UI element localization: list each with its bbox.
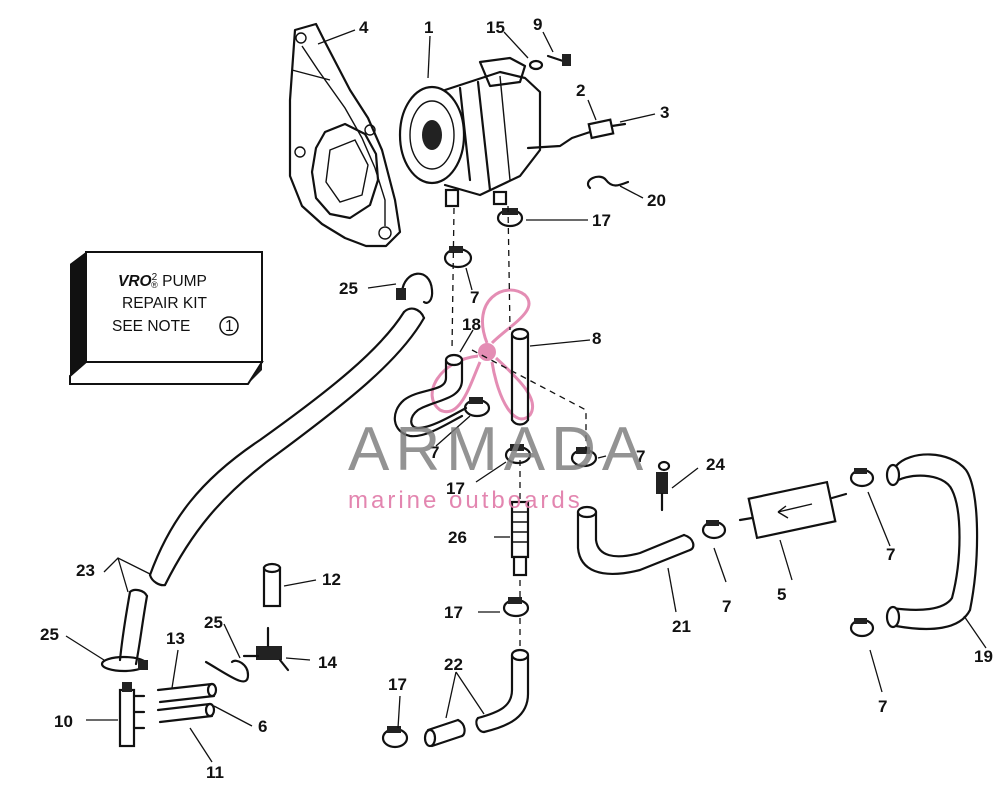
callout-21: 21: [672, 617, 691, 636]
kit-repair-line: REPAIR KIT: [122, 295, 208, 312]
hose-19: [885, 453, 979, 631]
wire-clip-20: [587, 175, 630, 190]
callout-7-c: 7: [636, 447, 645, 466]
watermark-subtitle: marine outboards: [348, 487, 583, 514]
clip-25-top-tab: [396, 288, 406, 300]
callout-25-top: 25: [339, 279, 358, 298]
callout-17-bottom: 17: [388, 675, 407, 694]
leader-lines: [65, 29, 987, 763]
callout-9: 9: [533, 15, 542, 34]
callout-25-mid: 25: [204, 613, 223, 632]
callout-22: 22: [444, 655, 463, 674]
repair-kit-box: VRO2® PUMP REPAIR KIT SEE NOTE 1: [69, 251, 264, 385]
callout-25-bottom: 25: [40, 625, 59, 644]
callout-14: 14: [318, 653, 337, 672]
callout-11: 11: [206, 763, 224, 782]
kit-pump: PUMP: [158, 273, 207, 290]
callout-4: 4: [359, 18, 369, 37]
callout-10: 10: [54, 712, 73, 731]
clip-25-middle: [204, 659, 250, 683]
hose-22: [423, 648, 530, 748]
fitting-24: [656, 460, 671, 512]
callout-2: 2: [576, 81, 585, 100]
callout-7-d: 7: [886, 545, 895, 564]
callout-6: 6: [258, 717, 267, 736]
fuel-fitting-and-hose-3: [526, 118, 627, 150]
mounting-plate: [288, 22, 402, 248]
callout-13: 13: [166, 629, 185, 648]
callout-19: 19: [974, 647, 993, 666]
fuel-pump-body: [398, 56, 542, 208]
hose-21: [576, 505, 695, 575]
callout-15: 15: [486, 18, 505, 37]
check-valve-26: [510, 500, 530, 577]
note-circle: [219, 316, 239, 336]
callout-18: 18: [462, 315, 481, 334]
fuel-manifold-10: [118, 682, 146, 748]
kit-note-number: 1: [225, 318, 234, 335]
hose-18: [393, 353, 468, 438]
kit-note-line: SEE NOTE: [112, 318, 190, 335]
hose-8: [510, 327, 530, 426]
kit-brand-reg: ®: [151, 280, 158, 290]
callout-17-top: 17: [592, 211, 611, 230]
callout-24: 24: [706, 455, 725, 474]
callout-23: 23: [76, 561, 95, 580]
screw-and-washer: [528, 54, 571, 71]
callout-17-mid: 17: [446, 479, 465, 498]
tee-fitting-14: [242, 626, 290, 672]
callout-8: 8: [592, 329, 601, 348]
callout-1: 1: [424, 18, 433, 37]
callout-7-b: 7: [430, 443, 439, 462]
hose-clamps: [381, 208, 875, 749]
assembly-guide-lines: [451, 205, 587, 650]
clip-25-bottom: [100, 655, 148, 673]
callout-7-f: 7: [878, 697, 887, 716]
callout-labels: 4 1 15 9 2 3 20 17 25 7 18 8 7 7 24 17 2…: [40, 15, 993, 782]
callout-7-a: 7: [470, 288, 479, 307]
kit-brand-sup: 2: [152, 272, 158, 283]
clip-25-top: [400, 272, 434, 304]
callout-5: 5: [777, 585, 786, 604]
fuel-filter-5: [738, 480, 848, 540]
connector-12: [262, 562, 282, 608]
callout-17-lower: 17: [444, 603, 463, 622]
svg-text:VRO2® PUMP: VRO2® PUMP: [118, 272, 207, 290]
callout-7-e: 7: [722, 597, 731, 616]
watermark-title: ARMADA: [348, 415, 649, 484]
armada-logo-propeller: [430, 288, 535, 421]
short-hoses: [156, 682, 218, 724]
callout-20: 20: [647, 191, 666, 210]
callout-26: 26: [448, 528, 467, 547]
kit-brand: VRO: [118, 273, 152, 290]
callout-3: 3: [660, 103, 669, 122]
callout-12: 12: [322, 570, 341, 589]
